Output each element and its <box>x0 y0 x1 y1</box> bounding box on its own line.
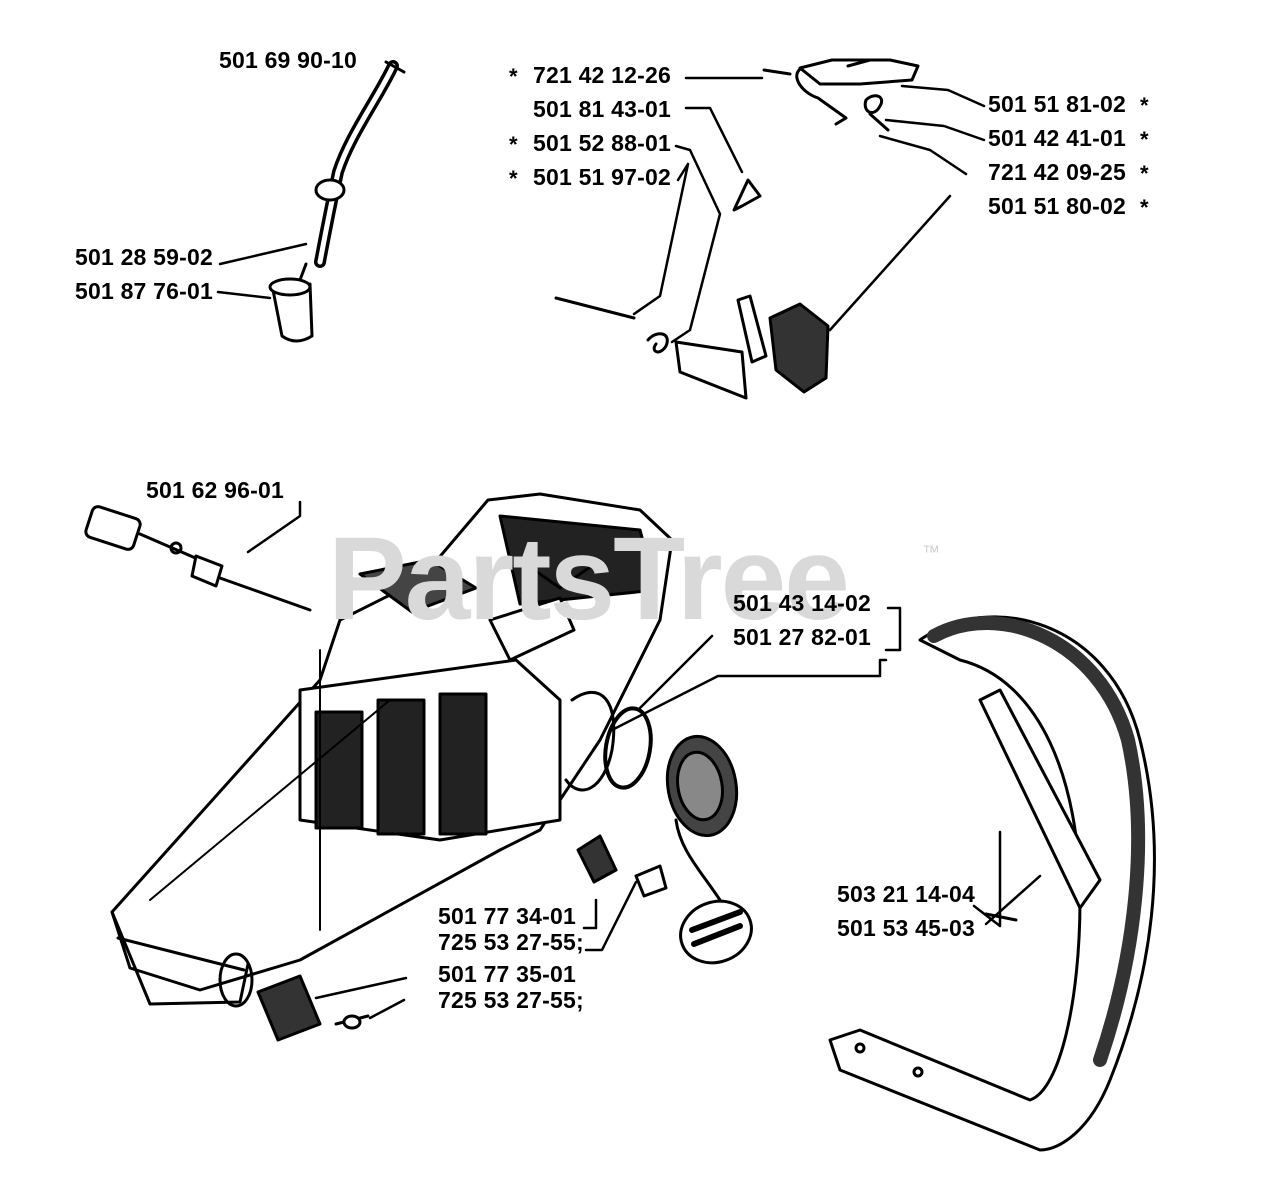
label-av-element-2: 501 77 35-01 <box>438 961 576 987</box>
label-cable: 501 62 96-01 <box>146 477 284 503</box>
label-seal-ring: 501 43 14-02 <box>733 590 871 616</box>
spring-part <box>646 332 669 354</box>
asterisk-marker: * <box>509 166 518 191</box>
label-tank-cap: 501 27 82-01 <box>733 624 871 650</box>
label-roll-pin: 721 42 09-25 <box>988 159 1126 185</box>
return-spring-part <box>863 94 890 132</box>
cable-part <box>84 505 312 612</box>
pin-part <box>762 68 792 76</box>
label-fuel-filter: 501 87 76-01 <box>75 278 213 304</box>
front-handle-part <box>828 615 1156 1152</box>
label-spring-clip: 501 81 43-01 <box>533 96 671 122</box>
fuel-filter-part <box>268 262 314 343</box>
fuel-hose-part <box>314 60 406 268</box>
asterisk-marker: * <box>1140 195 1149 220</box>
label-pin: 721 42 12-26 <box>533 62 671 88</box>
lever-part <box>795 58 920 126</box>
label-front-handle: 501 53 45-03 <box>837 915 975 941</box>
tank-cap-part <box>665 734 753 965</box>
label-pivot-pin: 501 51 97-02 <box>533 164 671 190</box>
label-hose-fitting: 501 28 59-02 <box>75 244 213 270</box>
asterisk-marker: * <box>1140 127 1149 152</box>
trademark-symbol: ™ <box>922 542 940 562</box>
asterisk-marker: * <box>1140 161 1149 186</box>
label-av-screw-1: 725 53 27-55; <box>438 929 584 955</box>
av-element-part <box>576 834 668 898</box>
crankcase-housing <box>110 492 674 1008</box>
label-av-element-1: 501 77 34-01 <box>438 903 576 929</box>
label-spring: 501 52 88-01 <box>533 130 671 156</box>
trigger-assembly-part <box>674 294 830 400</box>
asterisk-marker: * <box>509 64 518 89</box>
asterisk-marker: * <box>1140 93 1149 118</box>
label-return-spring: 501 42 41-01 <box>988 125 1126 151</box>
leader-lines <box>216 76 1042 1020</box>
label-fuel-hose: 501 69 90-10 <box>219 47 357 73</box>
spring-clip-part <box>732 178 762 212</box>
watermark: PartsTree <box>328 513 850 645</box>
label-trigger-assembly: 501 51 80-02 <box>988 193 1126 219</box>
asterisk-marker: * <box>509 132 518 157</box>
seal-ring-part <box>603 706 653 790</box>
label-lever: 501 51 81-02 <box>988 91 1126 117</box>
label-handle-screw: 503 21 14-04 <box>837 881 975 907</box>
pivot-pin-part <box>554 296 636 320</box>
label-av-screw-2: 725 53 27-55; <box>438 987 584 1013</box>
av-element-part-lower <box>256 974 370 1042</box>
